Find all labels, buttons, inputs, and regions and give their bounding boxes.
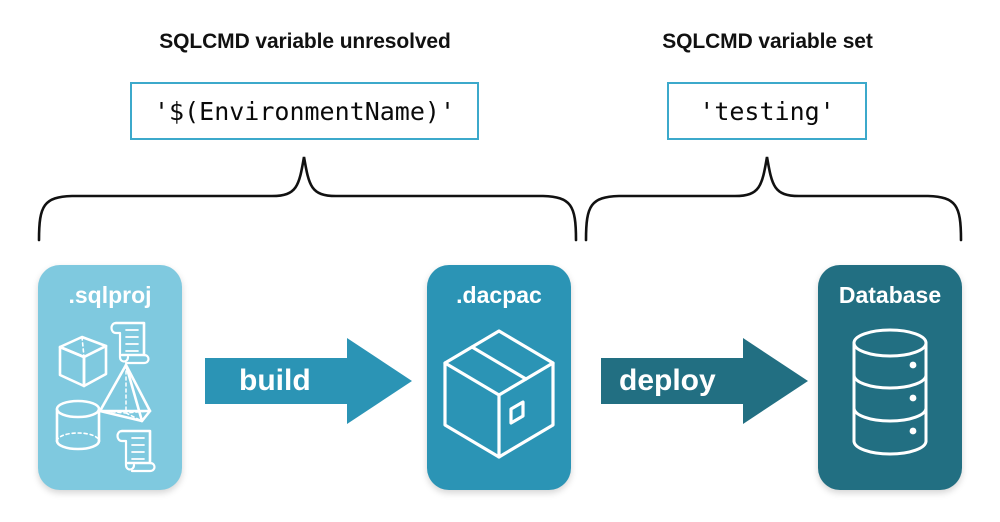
arrow-build-label: build	[239, 364, 311, 397]
dacpac-artwork	[443, 329, 555, 459]
scroll-icon	[110, 321, 150, 365]
stage-box-sqlproj: .sqlproj	[38, 265, 182, 490]
heading-sqlcmd-variable-unresolved: SQLCMD variable unresolved	[159, 30, 451, 53]
stage-label-database: Database	[838, 282, 942, 308]
stage-label-sqlproj: .sqlproj	[68, 282, 152, 308]
pyramid-icon	[98, 363, 152, 423]
code-box-unresolved-value: '$(EnvironmentName)'	[130, 82, 479, 140]
arrow-build: build	[205, 336, 412, 426]
code-text-unresolved: '$(EnvironmentName)'	[153, 96, 456, 126]
scroll-icon	[116, 429, 156, 473]
arrow-deploy: deploy	[601, 336, 808, 426]
brace-left	[37, 156, 578, 242]
database-cylinder-icon	[852, 328, 928, 456]
package-box-icon	[443, 329, 555, 459]
stage-box-database: Database	[818, 265, 962, 490]
cube-icon	[58, 335, 108, 388]
heading-sqlcmd-variable-set: SQLCMD variable set	[662, 30, 873, 53]
arrow-build-shape	[205, 338, 412, 424]
arrow-deploy-shape	[601, 338, 808, 424]
code-box-set-value: 'testing'	[667, 82, 867, 140]
sqlproj-artwork	[55, 321, 156, 473]
stage-box-dacpac: .dacpac	[427, 265, 571, 490]
brace-right	[584, 156, 963, 242]
database-artwork	[852, 328, 928, 456]
stage-label-dacpac: .dacpac	[456, 282, 542, 308]
cylinder-icon	[55, 399, 101, 451]
arrow-deploy-label: deploy	[619, 364, 716, 397]
code-text-set: 'testing'	[699, 96, 835, 126]
